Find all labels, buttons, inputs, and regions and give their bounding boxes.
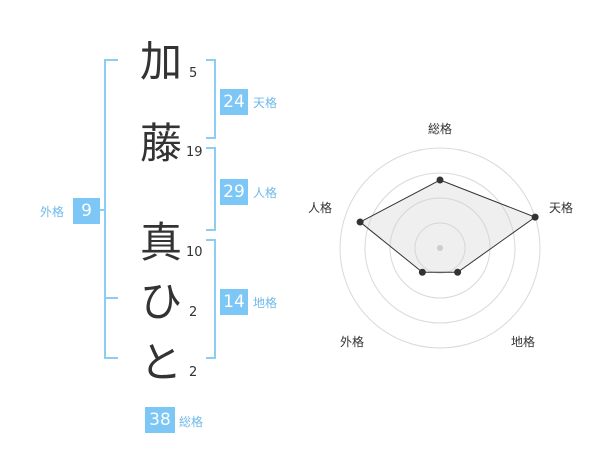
jinkaku-label: 人格	[253, 186, 278, 200]
radar-center-dot	[437, 245, 443, 251]
stroke-count-5: 2	[189, 365, 198, 380]
chikaku-value-box: 14	[220, 289, 248, 315]
stroke-count-1: 5	[189, 66, 198, 81]
name-char-1: 加	[140, 37, 183, 86]
radar-point-3	[454, 268, 462, 276]
jinkaku-value-box: 29	[220, 179, 248, 205]
stroke-count-2: 19	[186, 145, 203, 160]
radar-ring-3	[364, 172, 516, 324]
soukaku-value-box: 38	[145, 407, 175, 433]
radar-ring-4	[339, 147, 541, 349]
radar-chart	[339, 147, 541, 349]
radar-axis-label-tenkaku: 天格	[549, 201, 574, 215]
radar-point-4	[418, 268, 426, 276]
tenkaku-label: 天格	[253, 96, 278, 110]
radar-point-2	[531, 213, 539, 221]
name-char-2: 藤	[140, 119, 183, 168]
soukaku-label: 総格	[179, 415, 204, 429]
radar-point-1	[436, 176, 444, 184]
stroke-count-3: 10	[186, 245, 203, 260]
name-char-5: と	[140, 338, 183, 387]
name-char-4: ひ	[140, 277, 183, 326]
chikaku-label: 地格	[253, 296, 278, 310]
radar-axis-label-jinkaku: 人格	[308, 201, 333, 215]
radar-ring-1	[414, 222, 466, 274]
radar-axis-label-gaikaku: 外格	[340, 335, 365, 349]
radar-axis-label-chikaku: 地格	[511, 335, 536, 349]
name-char-3: 真	[140, 218, 183, 267]
radar-axis-label-soukaku: 総格	[428, 122, 453, 136]
gaikaku-value-box: 9	[73, 198, 100, 224]
radar-ring-2	[389, 197, 491, 299]
radar-area	[359, 179, 537, 273]
tenkaku-value-box: 24	[220, 89, 248, 115]
radar-point-5	[356, 218, 364, 226]
gaikaku-label: 外格	[40, 205, 65, 219]
stroke-count-4: 2	[189, 305, 198, 320]
